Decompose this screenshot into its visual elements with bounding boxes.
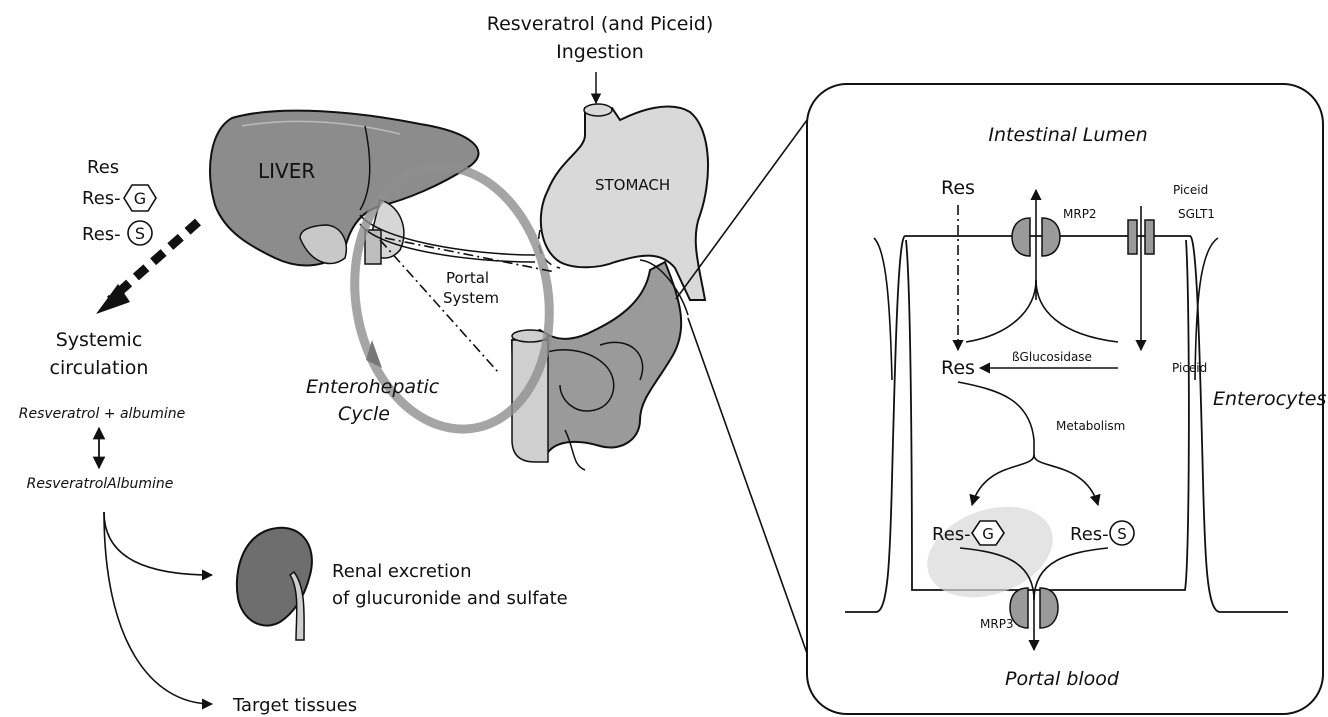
inset-s-symbol: S bbox=[1117, 525, 1127, 543]
left-s-symbol: S bbox=[135, 224, 145, 243]
piceid-mid-label: Piceid bbox=[1172, 361, 1207, 375]
portal-label-line2: System bbox=[443, 289, 499, 307]
intestinal-lumen-label: Intestinal Lumen bbox=[988, 124, 1147, 146]
ingestion-title-line2: Ingestion bbox=[556, 41, 644, 63]
zoom-line-bottom bbox=[688, 318, 820, 690]
enterohepatic-label-line1: Enterohepatic bbox=[306, 376, 440, 398]
systemic-label-line2: circulation bbox=[50, 357, 149, 379]
albumin-bound-label: ResveratrolAlbumine bbox=[27, 476, 174, 492]
stomach-illustration bbox=[539, 104, 708, 300]
albumin-free-label: Resveratrol + albumine bbox=[19, 406, 185, 422]
left-res: Res bbox=[87, 157, 119, 178]
inset-res-s-prefix: Res- bbox=[1070, 524, 1109, 545]
enterohepatic-label-line2: Cycle bbox=[338, 403, 390, 425]
sglt1-transporter-right bbox=[1145, 220, 1154, 254]
liver-illustration bbox=[210, 111, 478, 266]
kidney-illustration bbox=[237, 528, 312, 640]
inset-res-top: Res bbox=[941, 177, 975, 199]
enterocytes-label: Enterocytes bbox=[1213, 388, 1326, 410]
left-res-g-prefix: Res- bbox=[82, 188, 121, 209]
target-path-arrow bbox=[104, 512, 212, 704]
renal-path-arrow bbox=[104, 512, 212, 575]
inset-g-symbol: G bbox=[982, 525, 994, 543]
metabolism-label: Metabolism bbox=[1056, 419, 1125, 433]
portal-blood-label: Portal blood bbox=[1005, 668, 1120, 690]
mrp2-label: MRP2 bbox=[1063, 207, 1097, 221]
sglt1-label: SGLT1 bbox=[1178, 207, 1215, 221]
liver-label: LIVER bbox=[258, 159, 315, 183]
inset-res-g-prefix: Res- bbox=[932, 524, 971, 545]
stomach-label: STOMACH bbox=[595, 176, 670, 194]
sglt1-transporter-left bbox=[1128, 220, 1137, 254]
ingestion-title-line1: Resveratrol (and Piceid) bbox=[487, 13, 714, 35]
target-tissues-label: Target tissues bbox=[232, 695, 357, 716]
renal-label-line2: of glucuronide and sulfate bbox=[332, 588, 568, 609]
left-g-symbol: G bbox=[134, 189, 146, 208]
systemic-release-arrow bbox=[110, 222, 198, 300]
piceid-top-label: Piceid bbox=[1173, 183, 1208, 197]
systemic-label-line1: Systemic bbox=[56, 329, 143, 351]
glucosidase-label: ßGlucosidase bbox=[1012, 350, 1092, 364]
inset-res-mid: Res bbox=[941, 357, 975, 379]
left-res-s-prefix: Res- bbox=[82, 224, 121, 245]
portal-label-line1: Portal bbox=[446, 269, 489, 287]
renal-label-line1: Renal excretion bbox=[332, 561, 471, 582]
mrp3-label: MRP3 bbox=[980, 617, 1014, 631]
